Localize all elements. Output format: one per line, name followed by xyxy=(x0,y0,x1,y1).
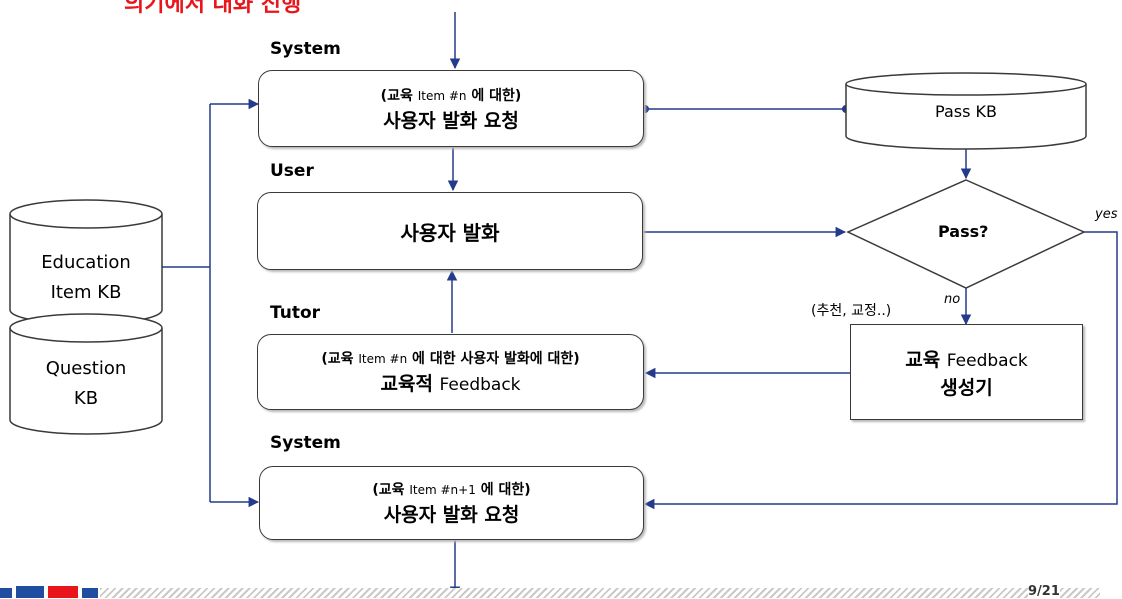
system-request-line2: 사용자 발화 요청 xyxy=(383,109,519,132)
page-number: 9/21 xyxy=(1028,584,1060,599)
feedback-generator-box: 교육 Feedback 생성기 xyxy=(850,324,1083,420)
pass-kb-label: Pass KB xyxy=(935,102,997,121)
role-system-bottom: System xyxy=(270,433,341,453)
feedback-note: (추천, 교정..) xyxy=(811,303,892,319)
feedback-generator-line1: 교육 Feedback xyxy=(905,349,1028,371)
education-kb-label-2: Item KB xyxy=(50,282,122,303)
question-kb-label-2: KB xyxy=(73,388,99,409)
user-utterance-text: 사용자 발화 xyxy=(400,221,500,245)
feedback-generator-line2: 생성기 xyxy=(940,377,993,399)
education-kb-label-1: Education xyxy=(41,252,131,273)
next-request-line2: 사용자 발화 요청 xyxy=(383,504,520,526)
question-kb-label-1: Question xyxy=(45,358,127,379)
role-user: User xyxy=(270,161,314,181)
no-label: no xyxy=(944,292,961,307)
tutor-feedback-line1: (교육 Item #n 에 대한 사용자 발화에 대한) xyxy=(321,351,580,367)
system-request-line1: (교육 Item #n 에 대한) xyxy=(380,87,522,104)
next-request-line1: (교육 Item #n+1 에 대한) xyxy=(372,482,531,498)
yes-label: yes xyxy=(1095,207,1118,222)
logo-fragment xyxy=(0,586,98,598)
next-request-box: (교육 Item #n+1 에 대한) 사용자 발화 요청 xyxy=(259,466,644,540)
decision-label: Pass? xyxy=(938,222,989,241)
tutor-feedback-line2: 교육적 Feedback xyxy=(380,373,521,395)
system-request-box: (교육 Item #n 에 대한) 사용자 발화 요청 xyxy=(258,70,644,147)
tutor-feedback-box: (교육 Item #n 에 대한 사용자 발화에 대한) 교육적 Feedbac… xyxy=(257,334,644,410)
role-system-top: System xyxy=(270,39,341,59)
user-utterance-box: 사용자 발화 xyxy=(257,192,643,270)
role-tutor: Tutor xyxy=(270,303,321,323)
footer-strip xyxy=(100,588,1100,598)
slide-title: 의기에서 대화 진행 xyxy=(124,0,302,17)
